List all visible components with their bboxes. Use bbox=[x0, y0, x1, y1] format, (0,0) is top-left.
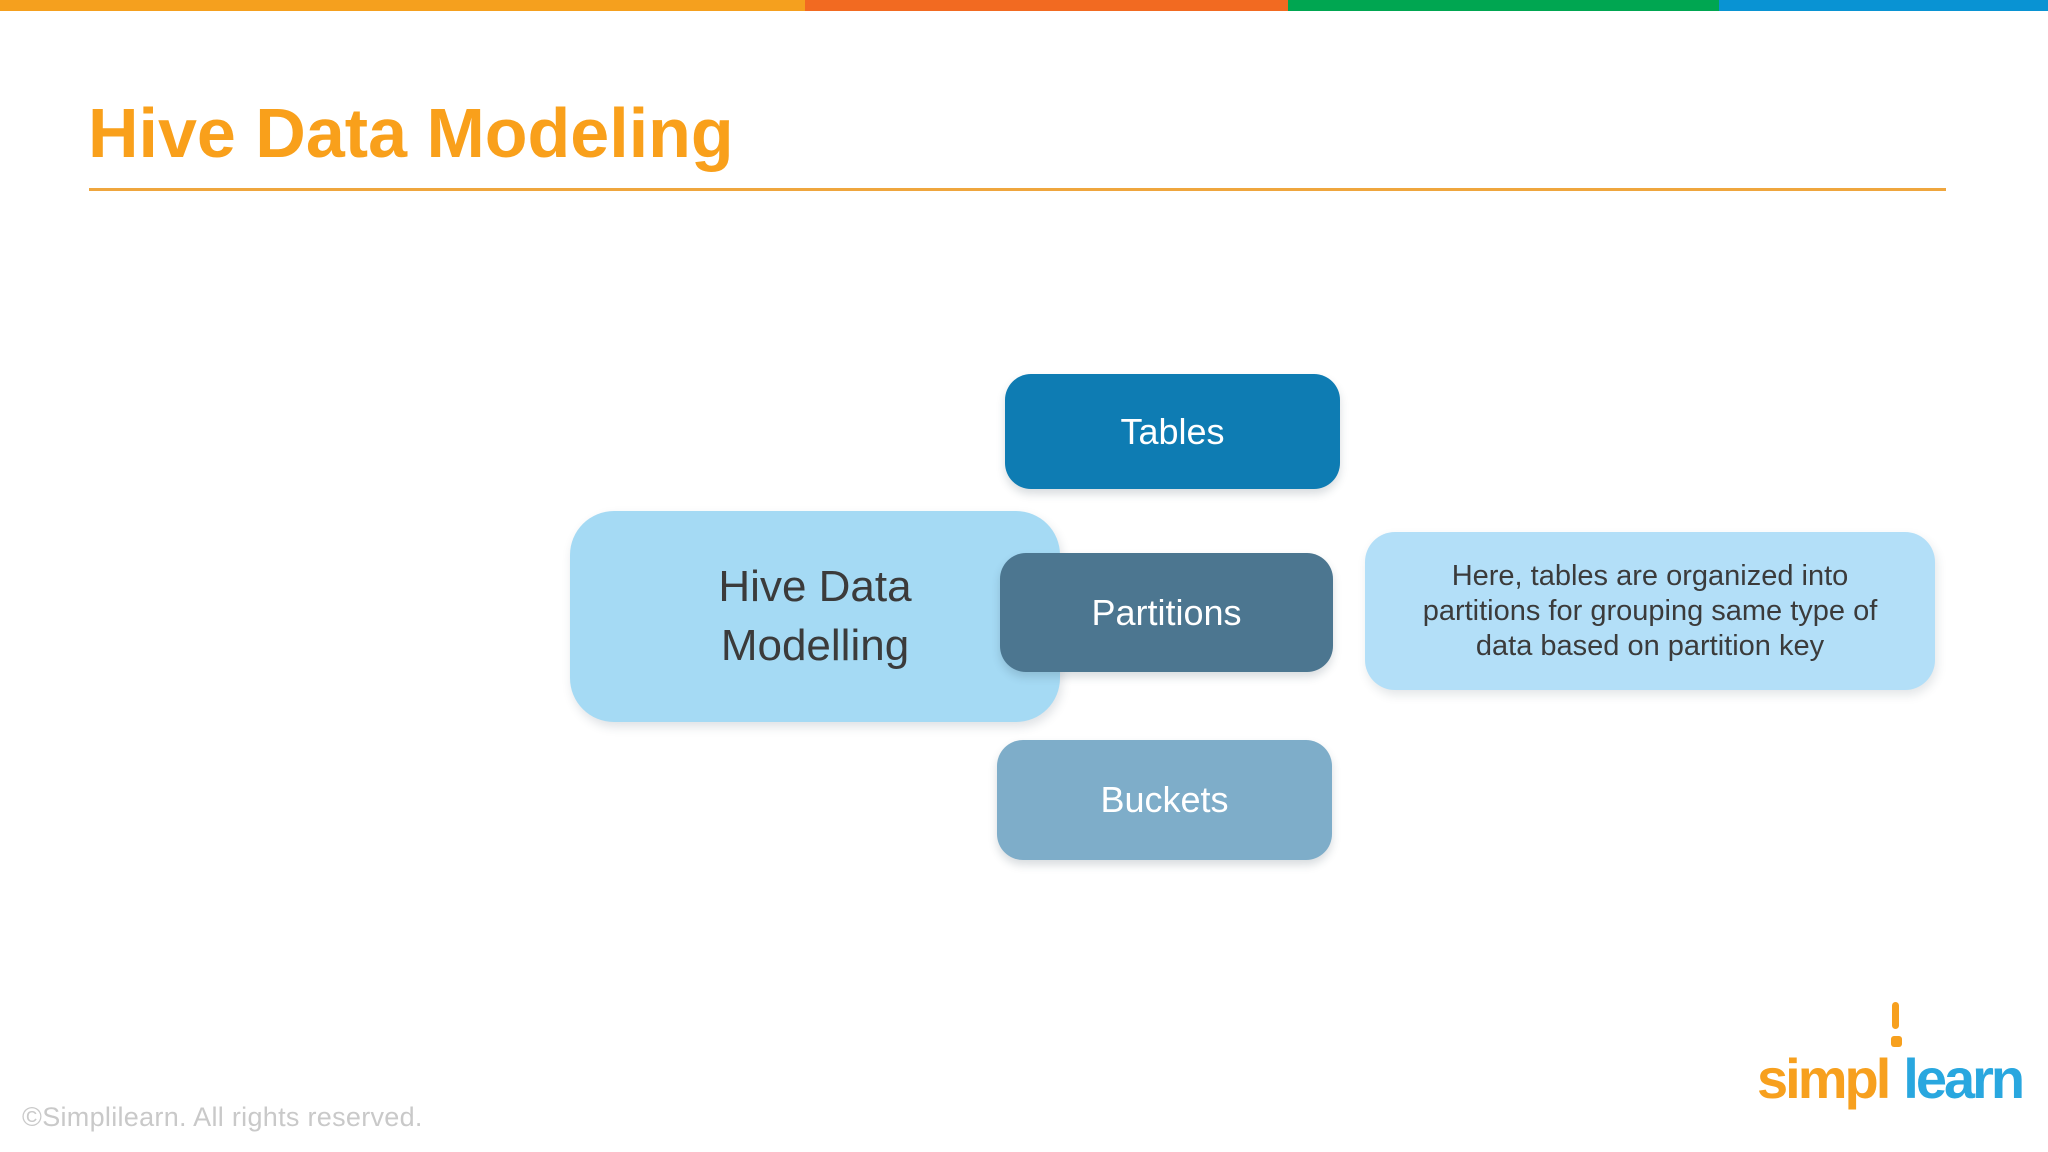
node-tables: Tables bbox=[1005, 374, 1340, 489]
stripe-segment-green bbox=[1288, 0, 1719, 11]
logo-inverted-i-glyph bbox=[1888, 1002, 1903, 1098]
partitions-callout: Here, tables are organized into partitio… bbox=[1365, 532, 1935, 690]
top-brand-stripe bbox=[0, 0, 2048, 11]
root-node-label-line2: Modelling bbox=[720, 620, 910, 670]
copyright-text: ©Simplilearn. All rights reserved. bbox=[22, 1102, 423, 1132]
node-partitions-label: Partitions bbox=[1091, 591, 1242, 633]
stripe-segment-orange bbox=[0, 0, 805, 11]
node-buckets-label: Buckets bbox=[1100, 779, 1229, 820]
logo-text-learn: learn bbox=[1903, 1047, 2025, 1110]
stripe-segment-dark-orange bbox=[805, 0, 1288, 11]
root-node-label: Hive Data Modelling bbox=[718, 558, 911, 674]
partitions-callout-text: Here, tables are organized into partitio… bbox=[1422, 559, 1878, 662]
root-node-label-line1: Hive Data bbox=[718, 562, 912, 612]
logo-i-bar bbox=[1892, 1002, 1900, 1029]
logo-text-simpl: simpl bbox=[1757, 1047, 1891, 1110]
stripe-segment-blue bbox=[1719, 0, 2048, 11]
node-partitions: Partitions bbox=[1000, 553, 1333, 672]
title-divider bbox=[89, 188, 1946, 191]
node-tables-label: Tables bbox=[1120, 410, 1225, 452]
root-node-hive-data-modelling: Hive Data Modelling bbox=[570, 511, 1060, 722]
node-buckets: Buckets bbox=[997, 740, 1332, 860]
slide-title: Hive Data Modeling bbox=[88, 94, 734, 172]
logo-i-dot bbox=[1891, 1036, 1903, 1047]
